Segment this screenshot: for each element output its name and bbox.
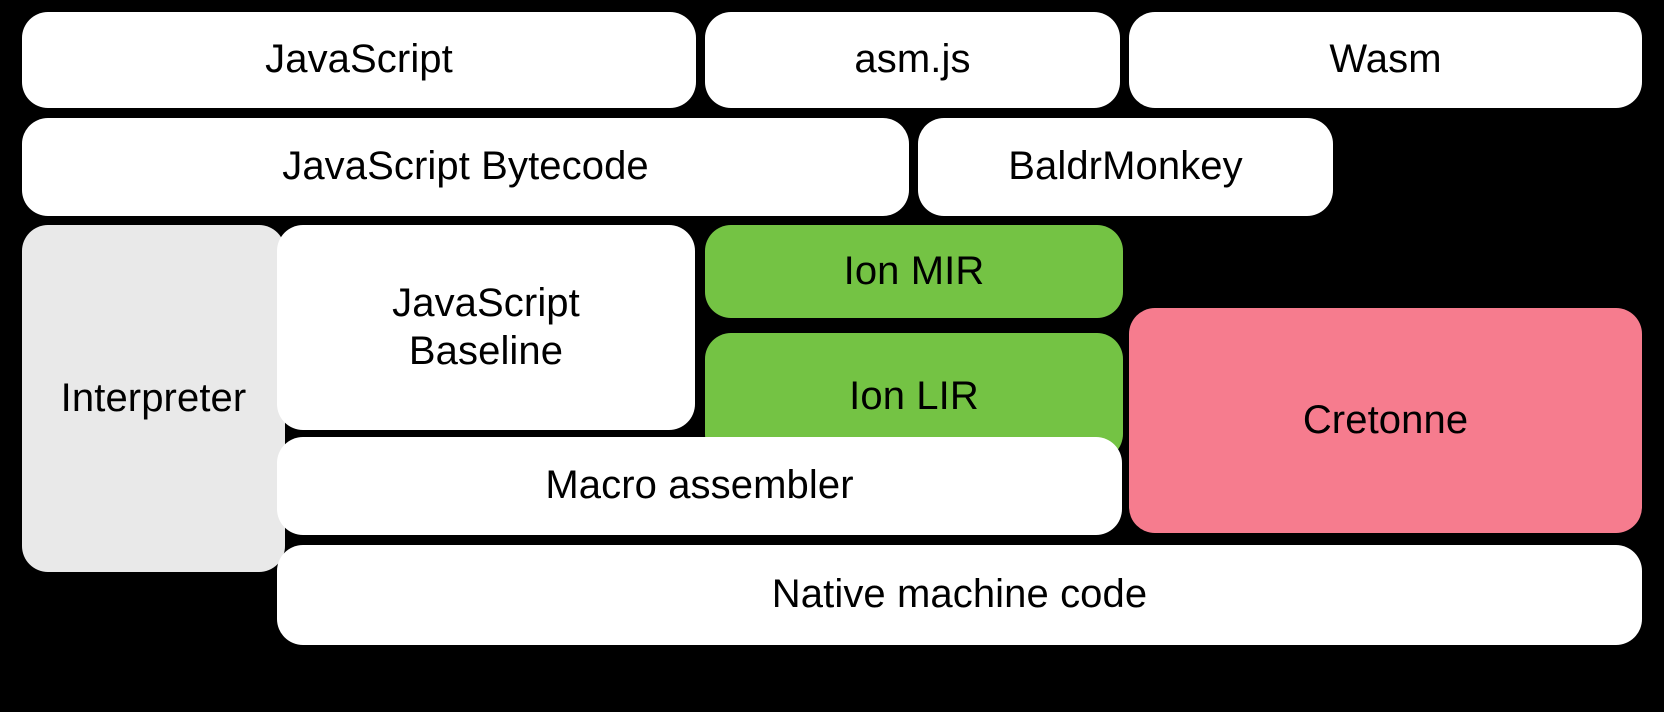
node-ion-mir: Ion MIR — [705, 225, 1123, 318]
node-cretonne: Cretonne — [1129, 308, 1642, 533]
node-native-machine-code: Native machine code — [277, 545, 1642, 645]
node-javascript: JavaScript — [22, 12, 696, 108]
node-javascript-bytecode: JavaScript Bytecode — [22, 118, 909, 216]
node-macro-assembler: Macro assembler — [277, 437, 1122, 535]
node-baldrmonkey: BaldrMonkey — [918, 118, 1333, 216]
node-wasm: Wasm — [1129, 12, 1642, 108]
node-interpreter: Interpreter — [22, 225, 285, 572]
node-javascript-baseline: JavaScript Baseline — [277, 225, 695, 430]
node-asm-js: asm.js — [705, 12, 1120, 108]
